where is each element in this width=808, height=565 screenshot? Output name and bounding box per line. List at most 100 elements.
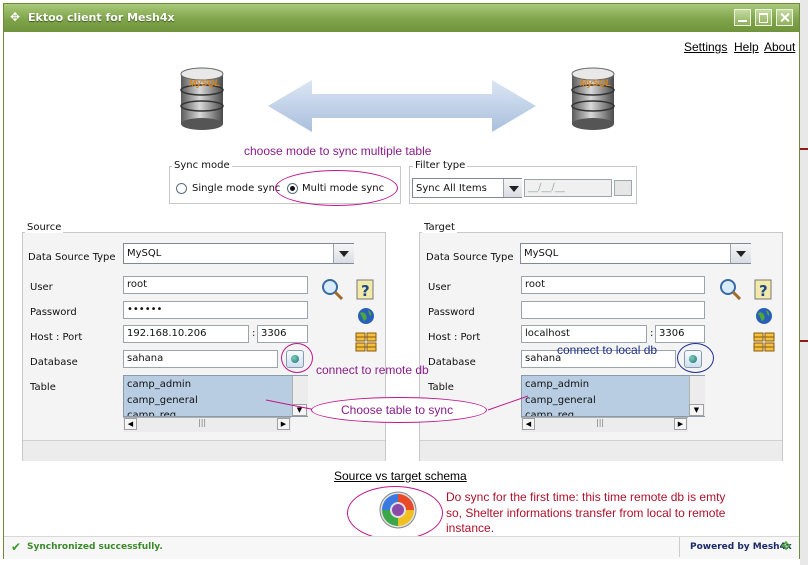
- source-table-list[interactable]: camp_admin camp_general camp_reg: [123, 375, 308, 417]
- sync-mode-legend: Sync mode: [172, 160, 232, 171]
- source-vs-target-schema-link[interactable]: Source vs target schema: [334, 469, 467, 483]
- sync-button[interactable]: [378, 490, 418, 530]
- single-mode-radio[interactable]: [176, 183, 187, 194]
- sync-mode-group: [169, 166, 401, 204]
- list-item[interactable]: camp_general: [127, 395, 198, 406]
- annotation-connect-local: connect to local db: [557, 343, 658, 357]
- annotation-ellipse-connect-remote: [281, 343, 313, 373]
- scroll-right-icon[interactable]: ▶: [674, 418, 687, 430]
- svg-text:?: ?: [759, 282, 768, 300]
- annotation-choose-table: Choose table to sync: [341, 403, 454, 417]
- success-check-icon: ✔: [11, 540, 22, 554]
- target-list-horizontal-scrollbar[interactable]: [521, 417, 688, 432]
- target-password-input[interactable]: [521, 301, 705, 319]
- scroll-left-icon[interactable]: ◀: [522, 418, 535, 430]
- filter-type-select[interactable]: Sync All Items: [412, 178, 522, 198]
- annotation-sync-mode: choose mode to sync multiple table: [244, 144, 432, 158]
- source-port-input[interactable]: 3306: [257, 325, 308, 343]
- source-database-input[interactable]: sahana: [123, 350, 278, 368]
- target-legend: Target: [422, 222, 457, 233]
- table-schema-icon[interactable]: [753, 330, 775, 352]
- powered-by-text: Powered by Mesh4x: [690, 542, 792, 552]
- title-bar[interactable]: [4, 4, 799, 32]
- list-item[interactable]: camp_general: [525, 395, 596, 406]
- target-user-label: User: [428, 282, 451, 293]
- target-data-source-type-label: Data Source Type: [426, 252, 514, 263]
- mysql-logo-text: MySQL: [189, 78, 221, 88]
- status-bar: [4, 536, 799, 559]
- list-item[interactable]: camp_reg: [525, 410, 575, 417]
- source-list-horizontal-scrollbar[interactable]: [123, 417, 291, 432]
- list-item[interactable]: camp_admin: [127, 379, 192, 390]
- minimize-button[interactable]: [734, 9, 751, 26]
- about-link[interactable]: About: [764, 40, 796, 54]
- source-data-source-type-label: Data Source Type: [28, 252, 116, 263]
- annotation-first-sync-line2: so, Shelter informations transfer from l…: [446, 506, 726, 520]
- target-table-list[interactable]: camp_admin camp_general camp_reg: [521, 375, 705, 417]
- status-divider: [679, 537, 680, 557]
- scroll-left-icon[interactable]: ◀: [124, 418, 137, 430]
- settings-link[interactable]: Settings: [684, 40, 728, 54]
- annotation-first-sync-line1: Do sync for the first time: this time re…: [446, 490, 726, 504]
- svg-text:?: ?: [361, 282, 370, 300]
- target-table-label: Table: [428, 382, 454, 393]
- desktop-edge: [800, 0, 808, 565]
- source-data-source-type-select[interactable]: MySQL: [123, 243, 354, 264]
- scrollbar-grip[interactable]: |||: [596, 418, 605, 427]
- help-question-icon[interactable]: ?: [753, 279, 775, 301]
- annotation-connector-lines: [265, 395, 529, 411]
- list-item[interactable]: camp_admin: [525, 379, 590, 390]
- source-data-source-type-dropdown-button[interactable]: [333, 244, 354, 263]
- table-schema-icon[interactable]: [355, 330, 377, 352]
- target-user-input[interactable]: root: [521, 276, 705, 294]
- help-link[interactable]: Help: [734, 40, 759, 54]
- target-port-separator: :: [650, 328, 654, 339]
- filter-type-dropdown-button[interactable]: [503, 179, 522, 197]
- target-database-input[interactable]: sahana: [521, 350, 676, 368]
- source-host-port-label: Host : Port: [30, 332, 83, 343]
- help-question-icon[interactable]: ?: [355, 279, 377, 301]
- single-mode-label: Single mode sync: [192, 183, 281, 194]
- magnifier-search-icon[interactable]: [321, 278, 343, 300]
- sync-direction-arrow-icon: [268, 80, 536, 132]
- filter-date-input[interactable]: __/__/__: [524, 179, 612, 197]
- scrollbar-grip[interactable]: |||: [198, 418, 207, 427]
- scroll-down-icon[interactable]: ▼: [689, 404, 704, 416]
- target-status-strip: [420, 440, 782, 461]
- source-password-input[interactable]: ••••••: [123, 301, 308, 319]
- annotation-connect-remote: connect to remote db: [316, 363, 429, 377]
- close-button[interactable]: [776, 9, 793, 26]
- annotation-first-sync-line3: instance.: [446, 521, 495, 535]
- globe-icon[interactable]: [355, 305, 377, 327]
- calendar-button-icon[interactable]: [614, 180, 632, 196]
- source-database-label: Database: [30, 357, 78, 368]
- target-database-icon: MySQL: [566, 64, 620, 130]
- source-host-input[interactable]: 192.168.10.206: [123, 325, 249, 343]
- annotation-ellipse-multi-mode: [275, 170, 398, 206]
- target-database-label: Database: [428, 357, 476, 368]
- desktop-edge-accent: [800, 148, 808, 150]
- maximize-button[interactable]: [755, 9, 772, 26]
- source-status-strip: [23, 440, 385, 461]
- source-password-label: Password: [30, 307, 77, 318]
- source-user-input[interactable]: root: [123, 276, 308, 294]
- mesh4x-logo-icon: ✥: [781, 539, 792, 553]
- target-host-input[interactable]: localhost: [521, 325, 647, 343]
- target-password-label: Password: [428, 307, 475, 318]
- filter-type-legend: Filter type: [413, 160, 468, 171]
- annotation-ellipse-connect-local: [677, 343, 714, 373]
- magnifier-search-icon[interactable]: [719, 278, 741, 300]
- target-port-input[interactable]: 3306: [655, 325, 705, 343]
- source-table-label: Table: [30, 382, 56, 393]
- filter-type-group: [409, 166, 637, 204]
- target-host-port-label: Host : Port: [428, 332, 481, 343]
- source-user-label: User: [30, 282, 53, 293]
- scroll-right-icon[interactable]: ▶: [277, 418, 290, 430]
- target-data-source-type-select[interactable]: MySQL: [520, 243, 751, 264]
- annotation-ellipse-choose-table: [311, 397, 487, 423]
- target-data-source-type-dropdown-button[interactable]: [730, 244, 751, 263]
- list-item[interactable]: camp_reg: [127, 410, 177, 417]
- globe-icon[interactable]: [753, 305, 775, 327]
- source-database-icon: MySQL: [175, 64, 229, 130]
- app-logo-icon: ✥: [9, 10, 21, 24]
